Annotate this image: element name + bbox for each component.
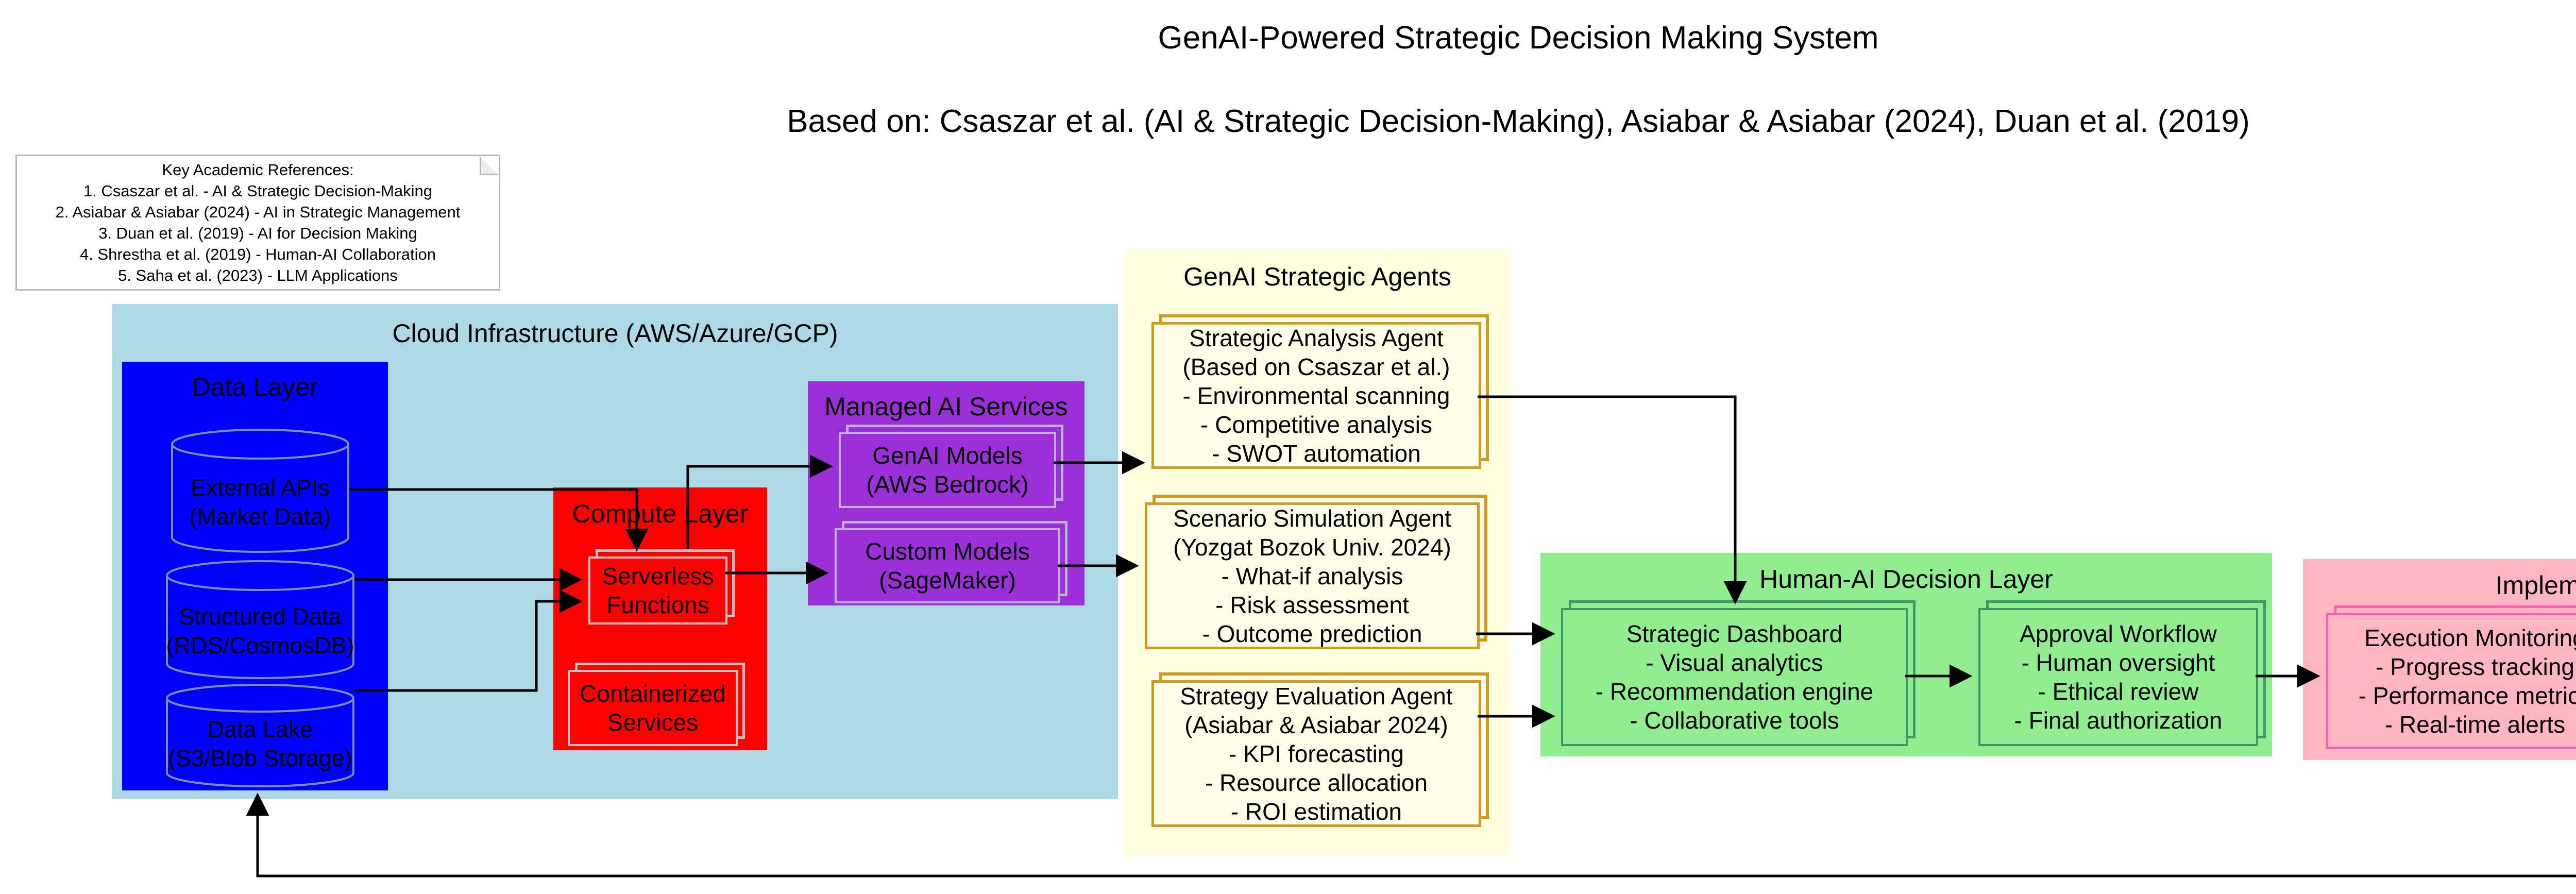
database-cylinder-icon bbox=[166, 684, 354, 787]
node-label: Execution Monitoring - Progress tracking… bbox=[2358, 624, 2576, 738]
node-genai-models: GenAI Models (AWS Bedrock) bbox=[839, 432, 1056, 508]
node-label: Custom Models (SageMaker) bbox=[865, 538, 1030, 594]
database-cylinder-icon bbox=[166, 560, 354, 679]
node-label: GenAI Models (AWS Bedrock) bbox=[866, 442, 1029, 498]
node-label: External APIs (Market Data) bbox=[189, 474, 331, 530]
node-label: Strategic Dashboard - Visual analytics -… bbox=[1595, 620, 1874, 734]
diagram-title: GenAI-Powered Strategic Decision Making … bbox=[1158, 20, 1879, 56]
node-label: Scenario Simulation Agent (Yozgat Bozok … bbox=[1173, 504, 1451, 647]
node-label: Serverless Functions bbox=[602, 563, 714, 618]
node-label: Data Lake (S3/Blob Storage) bbox=[168, 716, 352, 771]
cluster-agents-label: GenAI Strategic Agents bbox=[1183, 262, 1451, 291]
diagram-subtitle: Based on: Csaszar et al. (AI & Strategic… bbox=[787, 104, 2250, 139]
node-label: Approval Workflow - Human oversight - Et… bbox=[2014, 620, 2223, 734]
cluster-decision-label: Human-AI Decision Layer bbox=[1759, 565, 2053, 594]
cluster-data-label: Data Layer bbox=[192, 373, 318, 401]
node-label: Strategic Analysis Agent (Based on Csasz… bbox=[1182, 324, 1450, 467]
references-heading: Key Academic References: bbox=[162, 161, 354, 179]
node-scenario-simulation-agent: Scenario Simulation Agent (Yozgat Bozok … bbox=[1145, 502, 1480, 649]
cluster-ai-label: Managed AI Services bbox=[824, 392, 1068, 421]
node-strategic-analysis-agent: Strategic Analysis Agent (Based on Csasz… bbox=[1151, 322, 1481, 469]
node-label: Containerized Services bbox=[580, 680, 726, 736]
node-serverless-functions: Serverless Functions bbox=[588, 556, 727, 625]
node-containerized-services: Containerized Services bbox=[568, 670, 738, 746]
node-strategy-evaluation-agent: Strategy Evaluation Agent (Asiabar & Asi… bbox=[1151, 680, 1481, 827]
node-data-lake: Data Lake (S3/Blob Storage) bbox=[165, 683, 355, 788]
node-label: Structured Data (RDS/CosmosDB) bbox=[166, 603, 354, 659]
node-external-apis: External APIs (Market Data) bbox=[170, 428, 350, 554]
note-fold-icon bbox=[480, 156, 499, 175]
node-strategic-dashboard: Strategic Dashboard - Visual analytics -… bbox=[1561, 608, 1908, 746]
database-cylinder-icon bbox=[171, 429, 349, 553]
node-execution-monitoring: Execution Monitoring - Progress tracking… bbox=[2326, 613, 2576, 749]
cluster-cloud-label: Cloud Infrastructure (AWS/Azure/GCP) bbox=[392, 319, 838, 348]
references-list: 1. Csaszar et al. - AI & Strategic Decis… bbox=[55, 182, 461, 284]
node-structured-data: Structured Data (RDS/CosmosDB) bbox=[165, 559, 355, 680]
node-custom-models: Custom Models (SageMaker) bbox=[835, 528, 1060, 603]
cluster-implementation-label: Implementation & Feedback bbox=[2495, 571, 2576, 600]
references-note: Key Academic References: 1. Csaszar et a… bbox=[15, 155, 500, 291]
node-approval-workflow: Approval Workflow - Human oversight - Et… bbox=[1978, 608, 2258, 746]
node-label: Strategy Evaluation Agent (Asiabar & Asi… bbox=[1180, 682, 1453, 825]
cluster-compute-label: Compute Layer bbox=[572, 499, 749, 528]
